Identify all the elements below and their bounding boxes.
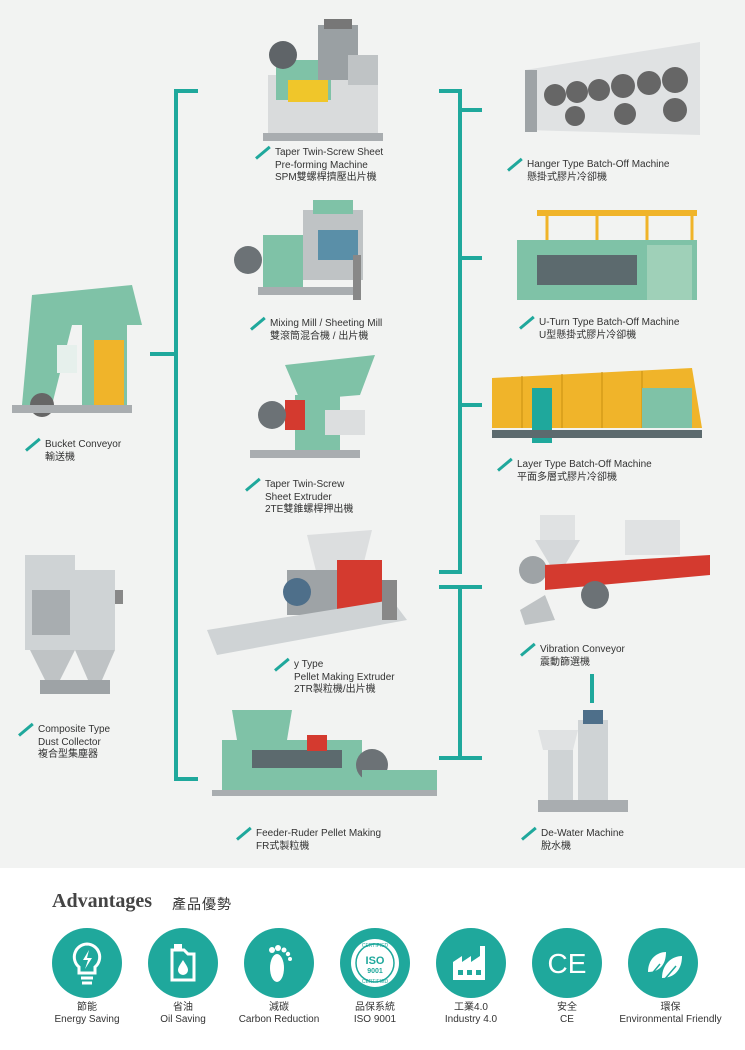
dewater-name-zh: 脫水機 [541, 840, 571, 852]
connector-lines [150, 89, 594, 781]
adv-zh: 減碳 [269, 1002, 289, 1013]
adv-en: Industry 4.0 [444, 1014, 498, 1025]
pellet-name-zh: 2TR製粒機/出片機 [294, 684, 376, 695]
adv-en: Oil Saving [160, 1014, 206, 1025]
iso-seal-icon: CERTIFIED ISO 9001 CERTIFIED [340, 928, 410, 998]
pellet-name-en2: Pellet Making Extruder [294, 671, 395, 683]
adv-zh: 品保系統 [355, 1002, 395, 1013]
twin-screw-extruder-image [250, 355, 375, 458]
oil-can-icon [148, 928, 218, 998]
bucket-label: Bucket Conveyor 輸送機 [25, 437, 122, 464]
spm-name-en1: Taper Twin-Screw Sheet [275, 147, 384, 158]
dust-name-en2: Dust Collector [38, 736, 101, 748]
layer-label: Layer Type Batch-Off Machine 平面多層式膠片冷卻機 [497, 457, 652, 484]
dust-collector-image [25, 555, 123, 694]
adv-zh: 環保 [660, 1002, 681, 1013]
feeder-name-en: Feeder-Ruder Pellet Making [256, 828, 382, 839]
hanger-name-en: Hanger Type Batch-Off Machine [527, 159, 670, 170]
mixing-mill-image [234, 200, 363, 300]
left-bracket [174, 89, 198, 781]
iso-seal-bottom: CERTIFIED [362, 979, 389, 985]
feeder-ruder-image [212, 710, 437, 796]
iso-seal-top: CERTIFIED [362, 943, 389, 949]
bucket-conveyor-image [12, 285, 142, 417]
vibration-label: Vibration Conveyor 震動篩選機 [520, 642, 625, 669]
uturn-label: U-Turn Type Batch-Off Machine U型懸掛式膠片冷卻機 [519, 315, 680, 342]
adv-en: CE [560, 1014, 574, 1025]
vibration-name-zh: 震動篩選機 [540, 656, 590, 668]
dust-label: Composite Type Dust Collector 複合型集塵器 [18, 722, 111, 762]
spm-name-zh: SPM雙螺桿擠壓出片機 [275, 172, 377, 183]
pellet-label: y Type Pellet Making Extruder 2TR製粒機/出片機 [274, 657, 395, 697]
feeder-name-zh: FR式製粒機 [256, 840, 310, 852]
spm-name-en2: Pre-forming Machine [275, 159, 368, 171]
pellet-name-en1: y Type [294, 659, 324, 670]
dewater-label: De-Water Machine 脫水機 [521, 826, 624, 853]
hanger-name-zh: 懸掛式膠片冷卻機 [527, 171, 607, 183]
spm-label: Taper Twin-Screw Sheet Pre-forming Machi… [255, 145, 384, 185]
adv-en: Environmental Friendly [619, 1014, 722, 1025]
uturn-name-zh: U型懸掛式膠片冷卻機 [539, 329, 637, 341]
dewater-name-en: De-Water Machine [541, 828, 624, 839]
dust-name-zh: 複合型集塵器 [38, 749, 98, 760]
twinscrew-name-en1: Taper Twin-Screw [265, 479, 345, 490]
advantages-title: Advantages [52, 890, 153, 912]
ce-mark-text: CE [548, 948, 587, 979]
ce-mark-icon: CE [532, 928, 602, 998]
vibration-conveyor-image [519, 515, 710, 625]
pellet-extruder-image [207, 530, 407, 655]
bulb-icon [52, 928, 122, 998]
mixing-label: Mixing Mill / Sheeting Mill 雙滾筒混合機 / 出片機 [250, 316, 383, 343]
adv-en: Carbon Reduction [238, 1014, 320, 1025]
adv-zh: 工業4.0 [454, 1002, 488, 1013]
adv-en: ISO 9001 [353, 1014, 397, 1025]
hanger-label: Hanger Type Batch-Off Machine 懸掛式膠片冷卻機 [507, 157, 670, 184]
mixing-name-zh: 雙滾筒混合機 / 出片機 [270, 330, 369, 342]
dewater-machine-image [538, 710, 628, 812]
leaves-icon [628, 928, 698, 998]
spm-machine-image [263, 19, 383, 141]
twinscrew-name-zh: 2TE雙錐螺桿押出機 [265, 504, 354, 515]
right-bracket-upper [439, 89, 462, 574]
adv-zh: 節能 [77, 1002, 97, 1013]
advantages-subtitle: 產品優勢 [172, 896, 232, 912]
footprint-icon [244, 928, 314, 998]
layer-name-en: Layer Type Batch-Off Machine [517, 459, 652, 470]
uturn-machine-image [517, 210, 697, 300]
mixing-name-en: Mixing Mill / Sheeting Mill [270, 318, 383, 329]
uturn-name-en: U-Turn Type Batch-Off Machine [539, 317, 680, 328]
factory-icon [436, 928, 506, 998]
layer-machine-image [492, 368, 702, 443]
hanger-machine-image [525, 42, 700, 135]
bucket-name-zh: 輸送機 [45, 451, 75, 463]
right-bracket-lower [439, 585, 462, 760]
vibration-name-en: Vibration Conveyor [540, 644, 625, 655]
iso-seal-mid: ISO [366, 955, 385, 967]
bucket-name-en: Bucket Conveyor [45, 439, 122, 450]
twinscrew-label: Taper Twin-Screw Sheet Extruder 2TE雙錐螺桿押… [245, 477, 354, 517]
twinscrew-name-en2: Sheet Extruder [265, 491, 332, 503]
feeder-label: Feeder-Ruder Pellet Making FR式製粒機 [236, 826, 382, 853]
iso-seal-num: 9001 [367, 968, 383, 975]
adv-zh: 省油 [173, 1002, 193, 1013]
adv-zh: 安全 [557, 1002, 577, 1013]
dust-name-en1: Composite Type [38, 724, 111, 735]
layer-name-zh: 平面多層式膠片冷卻機 [517, 471, 617, 483]
adv-en: Energy Saving [54, 1014, 120, 1025]
